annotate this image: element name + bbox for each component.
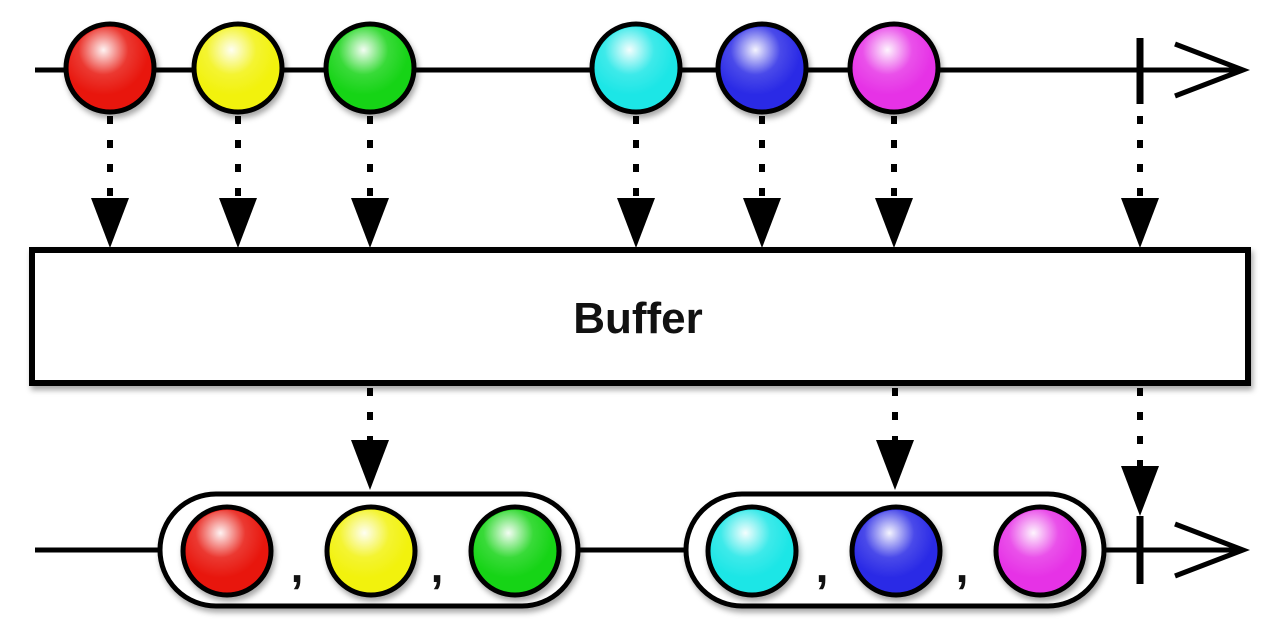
operator-label: Buffer [573,294,703,343]
input-connector [219,116,257,248]
input-connector [91,116,129,248]
buffer-marble [468,504,562,598]
buffer-separator: , [816,540,829,592]
buffer-marble [180,504,274,598]
operator-box: Buffer [29,247,1251,386]
input-connector [743,116,781,248]
source-marble [589,21,683,115]
buffer-separator: , [431,540,444,592]
source-marble [323,21,417,115]
input-connector [1121,116,1159,248]
output-timeline-arrow-icon [1174,521,1251,579]
source-timeline-arrow-icon [1174,41,1251,99]
output-connector [351,388,389,490]
output-buffers: ,,,, [157,491,1107,609]
source-marble [847,21,941,115]
buffer-group: ,, [157,491,581,609]
buffer-separator: , [956,540,969,592]
buffer-marble [324,504,418,598]
emission-connectors [91,116,1159,516]
buffer-marble [993,504,1087,598]
source-marble [191,21,285,115]
buffer-separator: , [291,540,304,592]
buffer-marble [705,504,799,598]
source-marble [715,21,809,115]
input-connector [617,116,655,248]
buffer-marble [849,504,943,598]
buffer-group: ,, [683,491,1107,609]
completion-connector [1121,388,1159,516]
input-connector [875,116,913,248]
output-connector [876,388,914,490]
source-marble [63,21,157,115]
input-connector [351,116,389,248]
source-marbles [63,21,941,115]
